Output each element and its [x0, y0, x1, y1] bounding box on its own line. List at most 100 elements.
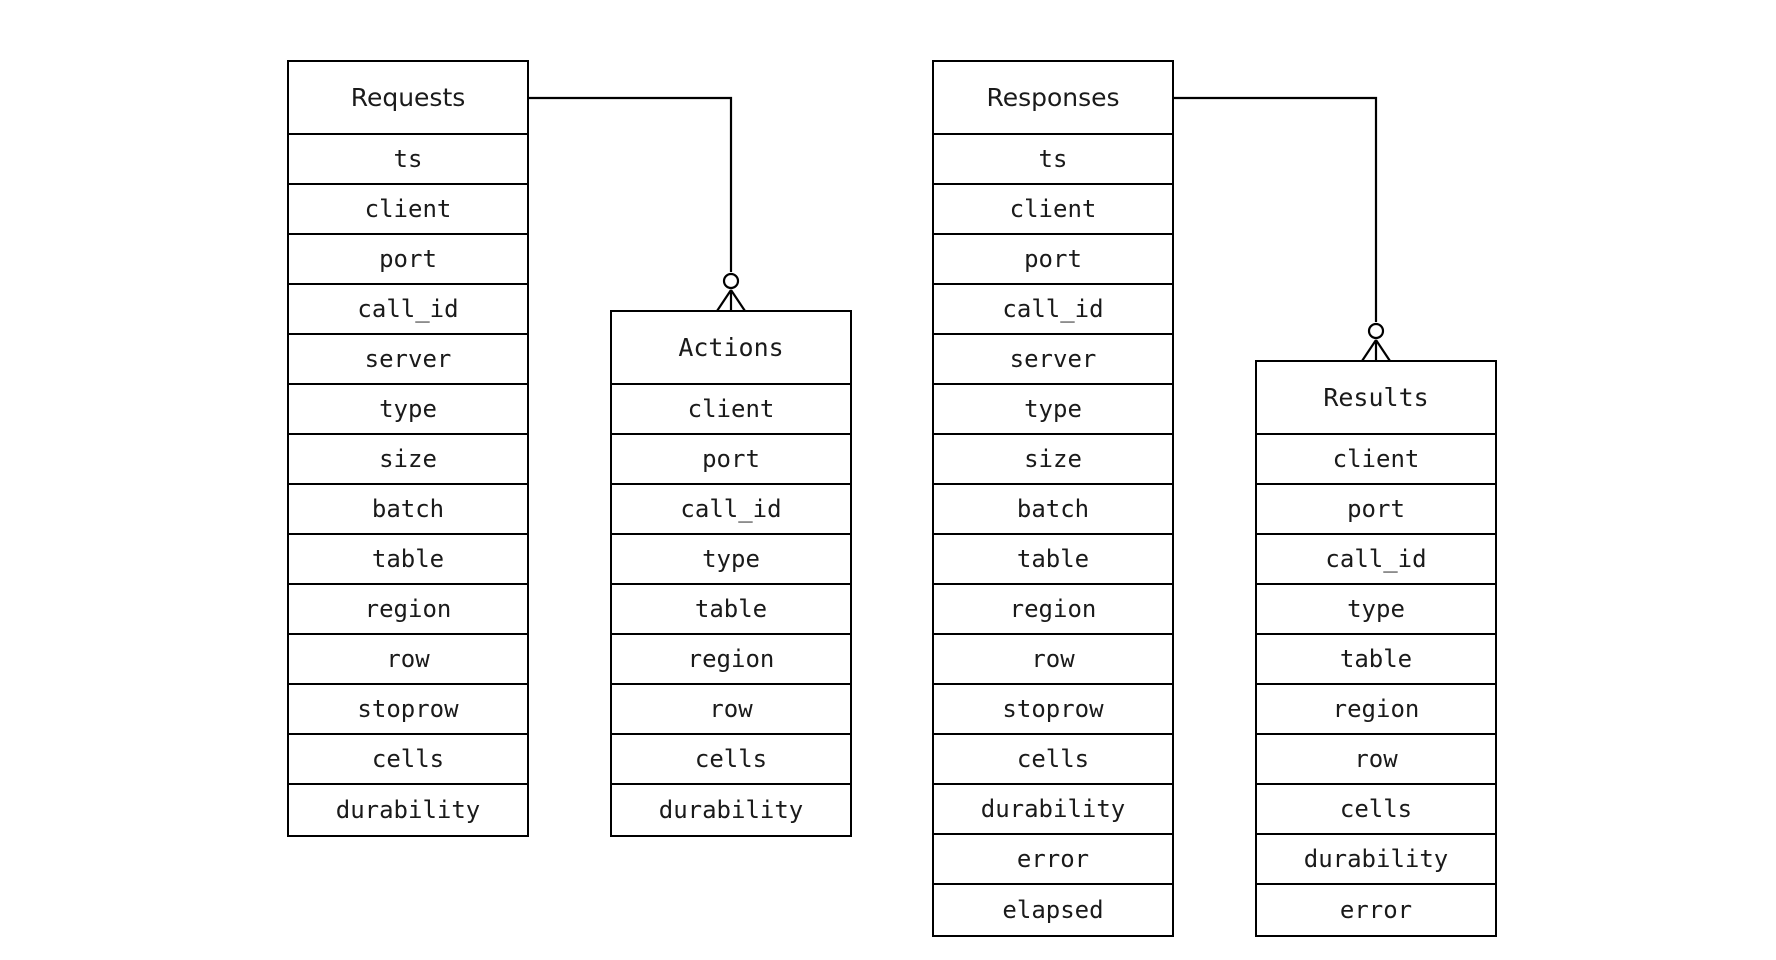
attribute-row[interactable]: stoprow	[934, 685, 1172, 735]
attribute-label: elapsed	[1002, 896, 1104, 924]
attribute-row[interactable]: table	[1257, 635, 1495, 685]
crows-foot-results	[1361, 339, 1391, 362]
attribute-row[interactable]: table	[289, 535, 527, 585]
attribute-label: client	[1332, 445, 1420, 473]
attribute-row[interactable]: client	[934, 185, 1172, 235]
attribute-label: region	[687, 645, 775, 673]
attribute-row[interactable]: client	[289, 185, 527, 235]
attribute-label: table	[1016, 545, 1090, 573]
attribute-row[interactable]: port	[1257, 485, 1495, 535]
attribute-row[interactable]: type	[1257, 585, 1495, 635]
entity-title-responses: Responses	[934, 62, 1172, 135]
attribute-label: cells	[371, 745, 445, 773]
attribute-label: row	[1354, 745, 1398, 773]
attribute-row[interactable]: client	[612, 385, 850, 435]
attribute-label: port	[1024, 245, 1082, 273]
attribute-row[interactable]: cells	[1257, 785, 1495, 835]
attribute-label: stoprow	[1002, 695, 1104, 723]
attribute-row[interactable]: batch	[934, 485, 1172, 535]
attribute-row[interactable]: stoprow	[289, 685, 527, 735]
attribute-row[interactable]: region	[1257, 685, 1495, 735]
attribute-row[interactable]: region	[612, 635, 850, 685]
attribute-row[interactable]: size	[289, 435, 527, 485]
attribute-label: region	[1332, 695, 1420, 723]
attribute-label: batch	[1016, 495, 1090, 523]
attribute-label: call_id	[680, 495, 782, 523]
attribute-label: port	[702, 445, 760, 473]
attribute-label: client	[364, 195, 452, 223]
attribute-row[interactable]: server	[289, 335, 527, 385]
attribute-label: durability	[980, 795, 1126, 823]
attribute-row[interactable]: call_id	[934, 285, 1172, 335]
attribute-label: error	[1016, 845, 1090, 873]
attribute-row[interactable]: type	[612, 535, 850, 585]
attribute-row[interactable]: call_id	[1257, 535, 1495, 585]
attribute-label: cells	[1339, 795, 1413, 823]
attribute-row[interactable]: table	[934, 535, 1172, 585]
attribute-label: server	[364, 345, 452, 373]
attribute-label: type	[702, 545, 760, 573]
relationship-responses-results	[1174, 96, 1391, 362]
relationship-line-requests-actions	[529, 96, 733, 272]
attribute-label: row	[1031, 645, 1075, 673]
attribute-row[interactable]: row	[612, 685, 850, 735]
attribute-row[interactable]: region	[934, 585, 1172, 635]
attribute-label: table	[1339, 645, 1413, 673]
attribute-row[interactable]: ts	[934, 135, 1172, 185]
attribute-row[interactable]: durability	[934, 785, 1172, 835]
attribute-row[interactable]: error	[1257, 885, 1495, 935]
attribute-label: error	[1339, 896, 1413, 924]
entity-title-actions: Actions	[612, 312, 850, 385]
attribute-row[interactable]: row	[934, 635, 1172, 685]
attribute-row[interactable]: port	[934, 235, 1172, 285]
attribute-label: port	[1347, 495, 1405, 523]
attribute-row[interactable]: port	[289, 235, 527, 285]
attribute-label: region	[364, 595, 452, 623]
attribute-row[interactable]: cells	[934, 735, 1172, 785]
attribute-row[interactable]: call_id	[289, 285, 527, 335]
attribute-row[interactable]: row	[1257, 735, 1495, 785]
attribute-row[interactable]: size	[934, 435, 1172, 485]
attribute-row[interactable]: server	[934, 335, 1172, 385]
attribute-label: table	[694, 595, 768, 623]
attribute-row[interactable]: elapsed	[934, 885, 1172, 935]
attribute-label: size	[1024, 445, 1082, 473]
cardinality-zero-circle-actions	[722, 272, 740, 290]
attribute-label: row	[709, 695, 753, 723]
crows-foot-actions	[716, 289, 746, 312]
attribute-label: durability	[1303, 845, 1449, 873]
attribute-row[interactable]: type	[289, 385, 527, 435]
attribute-row[interactable]: table	[612, 585, 850, 635]
attribute-row[interactable]: type	[934, 385, 1172, 435]
attribute-row[interactable]: call_id	[612, 485, 850, 535]
attribute-row[interactable]: row	[289, 635, 527, 685]
attribute-row[interactable]: error	[934, 835, 1172, 885]
attribute-label: cells	[1016, 745, 1090, 773]
attribute-label: stoprow	[357, 695, 459, 723]
attribute-row[interactable]: batch	[289, 485, 527, 535]
attribute-row[interactable]: cells	[612, 735, 850, 785]
attribute-row[interactable]: durability	[289, 785, 527, 835]
attribute-row[interactable]: durability	[1257, 835, 1495, 885]
relationship-line-responses-results	[1174, 96, 1378, 322]
entity-title-results: Results	[1257, 362, 1495, 435]
attribute-label: type	[379, 395, 437, 423]
attribute-row[interactable]: ts	[289, 135, 527, 185]
attribute-row[interactable]: region	[289, 585, 527, 635]
attribute-row[interactable]: durability	[612, 785, 850, 835]
attribute-label: type	[1347, 595, 1405, 623]
attribute-label: client	[1009, 195, 1097, 223]
attribute-label: durability	[658, 796, 804, 824]
attribute-label: durability	[335, 796, 481, 824]
attribute-row[interactable]: cells	[289, 735, 527, 785]
attribute-row[interactable]: client	[1257, 435, 1495, 485]
attribute-row[interactable]: port	[612, 435, 850, 485]
relationship-requests-actions	[529, 96, 746, 312]
